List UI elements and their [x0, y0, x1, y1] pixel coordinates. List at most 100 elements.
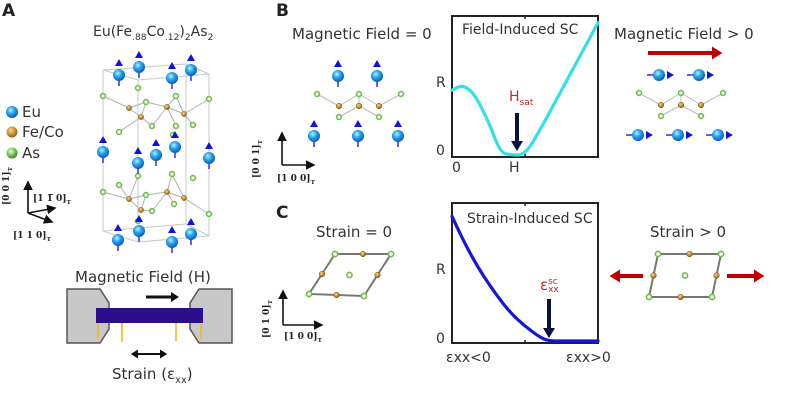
eu-atom	[712, 129, 724, 141]
fe-co-atom	[677, 293, 684, 301]
spin-up-arrow-icon	[115, 59, 123, 66]
bond-line	[171, 173, 185, 199]
eu-atom	[308, 130, 320, 142]
spin-up-arrow-icon	[171, 131, 179, 138]
fe-co-atom	[657, 101, 665, 109]
as-atom	[142, 191, 150, 199]
spin-right-arrow-icon	[707, 71, 714, 79]
chart-b-xtick-0: 0	[452, 160, 461, 176]
axis-a-right	[27, 204, 57, 215]
series-line	[450, 21, 600, 157]
spin-up-arrow-icon	[152, 139, 160, 146]
eu-atom	[203, 152, 215, 164]
as-atom	[360, 292, 368, 300]
chart-b-xtick-h: H	[509, 160, 520, 176]
field-positive-title: Magnetic Field > 0	[614, 25, 754, 43]
chart-b-title: Field-Induced SC	[462, 22, 579, 38]
bond-line	[660, 92, 682, 106]
as-atom	[148, 207, 156, 215]
chart-field-induced	[450, 15, 600, 158]
bond-line	[378, 93, 402, 107]
as-atom	[115, 181, 123, 189]
panel-a-graphics	[6, 51, 233, 359]
bond-line	[166, 106, 177, 127]
sample-bar	[96, 308, 203, 323]
bond-line	[151, 106, 168, 127]
bond-line	[358, 105, 380, 118]
bond-line	[316, 93, 340, 107]
as-atom	[172, 92, 180, 100]
panel-b-label: B	[276, 1, 289, 21]
as-atom	[189, 121, 197, 129]
as-atom	[346, 271, 353, 279]
as-atom	[205, 95, 213, 103]
spin-up-arrow-icon	[373, 60, 381, 67]
strain-arrow-right-icon	[160, 349, 168, 359]
panel-c-graphics	[278, 250, 765, 330]
eu-atom	[185, 228, 197, 240]
bond-line	[700, 92, 724, 106]
spin-right-arrow-icon	[726, 131, 733, 139]
spin-up-arrow-icon	[134, 147, 142, 154]
as-atom	[697, 112, 705, 120]
annotation-arrow-icon	[543, 328, 555, 338]
red-strain-arrow-left-icon	[609, 269, 620, 283]
as-atom	[134, 172, 142, 180]
eu-atom	[653, 69, 665, 81]
fe-co-atom	[318, 270, 326, 278]
spin-up-arrow-icon	[354, 120, 362, 127]
bond-line	[175, 95, 185, 115]
eu-atom	[133, 61, 145, 73]
bond-line	[128, 175, 139, 200]
fe-co-atom	[359, 250, 367, 258]
as-atom	[645, 293, 653, 301]
unit-cell-edge	[185, 223, 210, 237]
bond-line	[183, 197, 210, 215]
spin-up-arrow-icon	[334, 60, 342, 67]
strain-positive-title: Strain > 0	[650, 223, 727, 241]
chart-c-ytick-r: R	[436, 262, 446, 278]
eu-atom	[112, 234, 124, 246]
spin-right-arrow-icon	[686, 131, 693, 139]
fe-co-atom	[355, 102, 363, 110]
spin-up-arrow-icon	[99, 136, 107, 143]
panel-b-graphics	[277, 46, 733, 170]
eu-atom	[166, 72, 178, 84]
eu-atom	[113, 69, 125, 81]
as-atom	[99, 92, 107, 100]
bond-line	[183, 98, 210, 115]
bond-line	[338, 93, 360, 107]
axis-a-diag-label: [1 1 0]T	[13, 231, 51, 243]
chart-c-xtick-pos: εxx>0	[566, 350, 611, 366]
eu-atom	[133, 225, 145, 237]
as-atom	[115, 128, 123, 136]
legend-as: As	[22, 144, 41, 162]
chart-c-xtick-neg: εxx<0	[446, 350, 491, 366]
fe-co-atom	[375, 102, 383, 110]
as-atom	[335, 113, 343, 121]
bond-line	[680, 104, 702, 117]
as-atom	[172, 122, 180, 130]
annotation-arrow-icon	[511, 141, 523, 151]
chart-strain-induced	[450, 202, 600, 344]
as-atom	[681, 272, 689, 279]
as-atom	[717, 250, 725, 258]
bond-line	[358, 93, 380, 107]
bond-line	[166, 191, 185, 199]
axis-c-right-label: [1 0 0]T	[284, 332, 322, 344]
as-atom	[205, 210, 213, 218]
fe-co-atom	[181, 111, 187, 117]
axis-b-right-label: [1 0 0]T	[277, 174, 315, 186]
eu-atom	[371, 70, 383, 82]
fe-co-atom	[333, 291, 340, 299]
axis-a-right-label: [1 1̅ 0]T	[33, 194, 71, 206]
eu-atom	[185, 64, 197, 76]
strain-label: Strain (εxx)	[112, 365, 193, 386]
eu-atom	[693, 69, 705, 81]
fe-co-atom	[164, 189, 170, 195]
chart-c-title: Strain-Induced SC	[467, 211, 593, 227]
eu-atom	[132, 157, 144, 169]
fe-co-atom	[650, 272, 657, 279]
spin-up-arrow-icon	[114, 224, 122, 231]
